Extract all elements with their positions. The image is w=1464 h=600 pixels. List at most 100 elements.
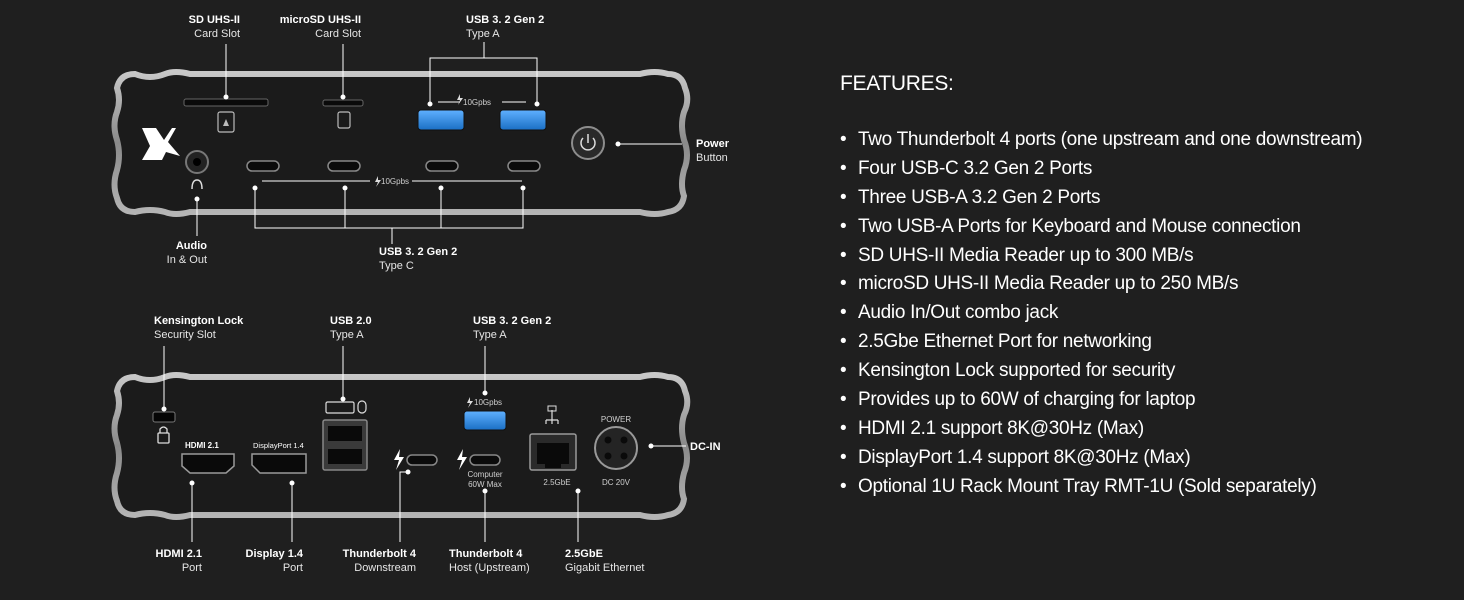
feature-text: microSD UHS-II Media Reader up to 250 MB… — [858, 273, 1239, 295]
microsd-card-slot[interactable] — [322, 99, 364, 107]
front-panel-frame — [111, 69, 691, 217]
feature-item: •Four USB-C 3.2 Gen 2 Ports — [840, 157, 1093, 179]
usb20-sub: Type A — [330, 329, 364, 341]
usb-a-rear-speed: 10Gpbs — [474, 398, 502, 407]
feature-item: •2.5Gbe Ethernet Port for networking — [840, 331, 1152, 353]
dc-in-label: DC-IN — [690, 441, 721, 453]
feature-text: Two Thunderbolt 4 ports (one upstream an… — [858, 129, 1363, 150]
front-callouts: SD UHS-II Card Slot microSD UHS-II Card … — [167, 14, 730, 272]
usb20-port-2[interactable] — [328, 449, 362, 464]
audio-jack-hole — [193, 158, 201, 166]
computer-label: Computer — [467, 470, 502, 479]
usb-a-top-sub: Type A — [466, 28, 500, 40]
ethernet-port-socket — [537, 443, 569, 468]
feature-item: •Optional 1U Rack Mount Tray RMT-1U (Sol… — [840, 475, 1317, 497]
usb-a-rear-sub: Type A — [473, 329, 507, 341]
network-icon-box — [547, 405, 557, 412]
mouse-icon — [357, 400, 367, 414]
rear-panel: HDMI 2.1 DisplayPort 1.4 Computer 60W Ma… — [111, 372, 691, 520]
tb-host-title: Thunderbolt 4 — [449, 548, 523, 560]
feature-item: •Audio In/Out combo jack — [840, 302, 1059, 324]
dc-pin-2 — [620, 436, 628, 444]
tb-down-title: Thunderbolt 4 — [343, 548, 417, 560]
audio-sub: In & Out — [167, 254, 207, 266]
feature-text: Kensington Lock supported for security — [858, 360, 1176, 382]
lock-icon-shackle — [159, 426, 168, 433]
usb-c-port-1[interactable] — [246, 160, 280, 172]
watt-label: 60W Max — [468, 480, 502, 489]
hdmi-port-label: HDMI 2.1 — [185, 441, 219, 450]
kensington-slot[interactable] — [152, 411, 176, 423]
usb-a-top-title: USB 3. 2 Gen 2 — [466, 14, 544, 26]
power-icon — [580, 137, 596, 151]
bolt-icon — [457, 94, 463, 105]
lock-icon — [157, 432, 170, 444]
sd-card-slot[interactable] — [183, 98, 269, 107]
dock-diagram: 10Gpbs 10Gpbs SD UHS-II Card Slot microS… — [111, 14, 730, 574]
usb-a-speed-label: 10Gpbs — [463, 98, 491, 107]
microsd-slot-title: microSD UHS-II — [280, 14, 361, 26]
feature-text: Four USB-C 3.2 Gen 2 Ports — [858, 157, 1093, 179]
usb-a-port-rear[interactable] — [463, 410, 507, 431]
features-panel: FEATURES: •Two Thunderbolt 4 ports (one … — [840, 72, 1440, 502]
power-sub: Button — [696, 152, 728, 164]
feature-text: Two USB-A Ports for Keyboard and Mouse c… — [858, 215, 1301, 237]
keyboard-icon — [325, 401, 355, 414]
usb-c-title: USB 3. 2 Gen 2 — [379, 246, 457, 258]
sd-slot-sub: Card Slot — [194, 28, 240, 40]
feature-text: Three USB-A 3.2 Gen 2 Ports — [858, 186, 1101, 208]
brand-logo-icon — [142, 128, 180, 160]
feature-item: •Kensington Lock supported for security — [840, 360, 1176, 382]
hdmi-sub: Port — [182, 562, 202, 574]
network-icon — [545, 410, 559, 424]
audio-title: Audio — [176, 240, 207, 252]
feature-item: •SD UHS-II Media Reader up to 300 MB/s — [840, 244, 1194, 266]
usb-a-port-front-2[interactable] — [499, 109, 547, 131]
microsd-card-icon — [337, 111, 351, 129]
dc-power-connector[interactable] — [594, 426, 638, 470]
usb-c-port-4[interactable] — [507, 160, 541, 172]
usb-c-speed-label: 10Gpbs — [381, 177, 409, 186]
rear-callouts: Kensington Lock Security Slot USB 2.0 Ty… — [154, 315, 721, 574]
feature-text: SD UHS-II Media Reader up to 300 MB/s — [858, 244, 1194, 266]
feature-item: •DisplayPort 1.4 support 8K@30Hz (Max) — [840, 446, 1191, 468]
feature-item: •Two USB-A Ports for Keyboard and Mouse … — [840, 215, 1301, 237]
feature-item: •microSD UHS-II Media Reader up to 250 M… — [840, 273, 1239, 295]
thunderbolt-host-port[interactable] — [469, 454, 501, 466]
front-panel: 10Gpbs 10Gpbs — [111, 69, 691, 217]
feature-text: Optional 1U Rack Mount Tray RMT-1U (Sold… — [858, 475, 1317, 497]
feature-item: •Provides up to 60W of charging for lapt… — [840, 389, 1196, 411]
usb-c-port-2[interactable] — [327, 160, 361, 172]
ethernet-port-label: 2.5GbE — [543, 478, 570, 487]
sd-card-icon — [217, 111, 235, 133]
rear-panel-frame — [111, 372, 691, 520]
microsd-slot-sub: Card Slot — [315, 28, 361, 40]
bolt-icon-c — [375, 176, 381, 187]
feature-text: Provides up to 60W of charging for lapto… — [858, 389, 1196, 411]
features-list: •Two Thunderbolt 4 ports (one upstream a… — [840, 126, 1440, 502]
dc-pin-4 — [620, 452, 628, 460]
dc-pin-1 — [604, 436, 612, 444]
feature-text: DisplayPort 1.4 support 8K@30Hz (Max) — [858, 446, 1191, 468]
usb-a-port-front-1[interactable] — [417, 109, 465, 131]
thunderbolt-downstream-port[interactable] — [406, 454, 438, 466]
usb-c-port-3[interactable] — [425, 160, 459, 172]
kensington-sub: Security Slot — [154, 329, 216, 341]
ethernet-title: 2.5GbE — [565, 548, 603, 560]
usb20-port-1[interactable] — [328, 426, 362, 441]
display-title: Display 1.4 — [246, 548, 304, 560]
power-port-label: POWER — [601, 415, 631, 424]
feature-text: Audio In/Out combo jack — [858, 302, 1059, 324]
dp-port-label: DisplayPort 1.4 — [253, 441, 304, 450]
usb-c-sub: Type C — [379, 260, 414, 272]
display-sub: Port — [283, 562, 303, 574]
features-heading: FEATURES: — [840, 72, 954, 95]
sd-slot-title: SD UHS-II — [189, 14, 240, 26]
hdmi-port[interactable] — [181, 453, 235, 474]
thunderbolt-icon-1 — [394, 449, 404, 470]
usb-a-rear-title: USB 3. 2 Gen 2 — [473, 315, 551, 327]
thunderbolt-icon-2 — [457, 449, 467, 470]
displayport-port[interactable] — [251, 453, 307, 474]
bolt-icon-rear — [467, 397, 473, 408]
dc-voltage-label: DC 20V — [602, 478, 631, 487]
